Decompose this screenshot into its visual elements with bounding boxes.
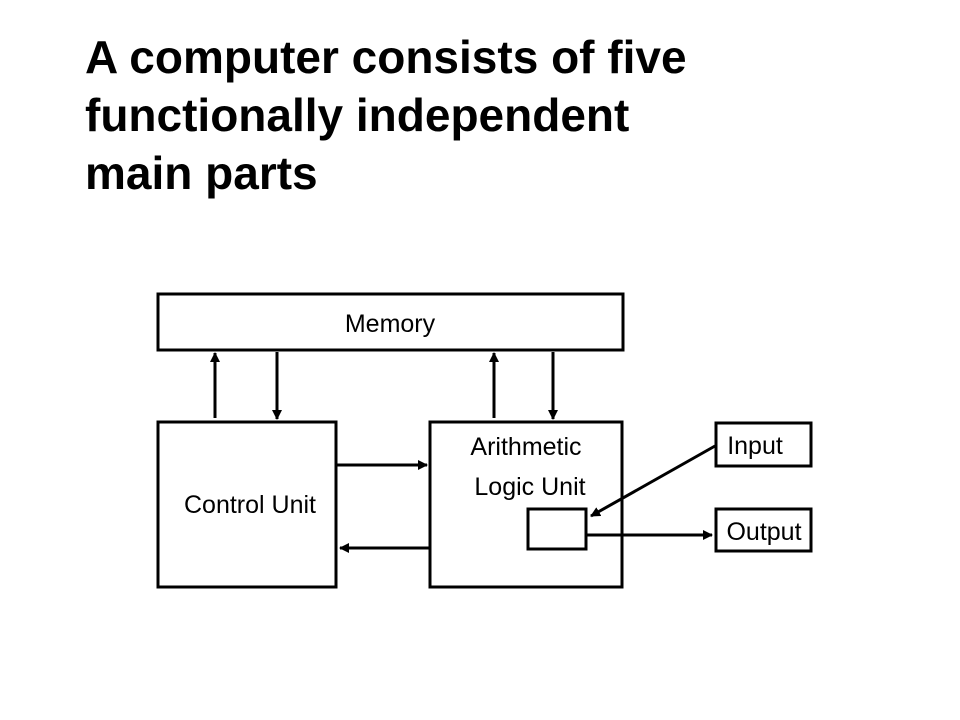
control-unit-box [156, 420, 338, 589]
input-label: Input [727, 432, 783, 460]
alu-block: Arithmetic Logic Unit [428, 420, 624, 589]
slide-title: A computer consists of five functionally… [85, 28, 925, 202]
memory-block: Memory [156, 292, 625, 352]
control-unit-block: Control Unit [156, 420, 338, 589]
control-unit-label: Control Unit [184, 491, 316, 519]
output-block: Output [714, 507, 813, 553]
input-box [714, 421, 813, 468]
connector-arrows [210, 352, 716, 553]
alu-label-line-2: Logic Unit [474, 473, 585, 501]
slide-title-line-3: main parts [85, 147, 318, 199]
input-block: Input [714, 421, 813, 468]
output-label: Output [726, 518, 801, 546]
alu-label-line-1: Arithmetic [470, 433, 581, 461]
memory-box [156, 292, 625, 352]
alu-box [428, 420, 624, 589]
memory-label: Memory [345, 310, 436, 338]
output-box [714, 507, 813, 553]
slide-title-line-2: functionally independent [85, 89, 630, 141]
alu-register-box [526, 507, 588, 551]
arrow-input-to-alu [590, 444, 716, 518]
slide-title-line-1: A computer consists of five [85, 31, 687, 83]
